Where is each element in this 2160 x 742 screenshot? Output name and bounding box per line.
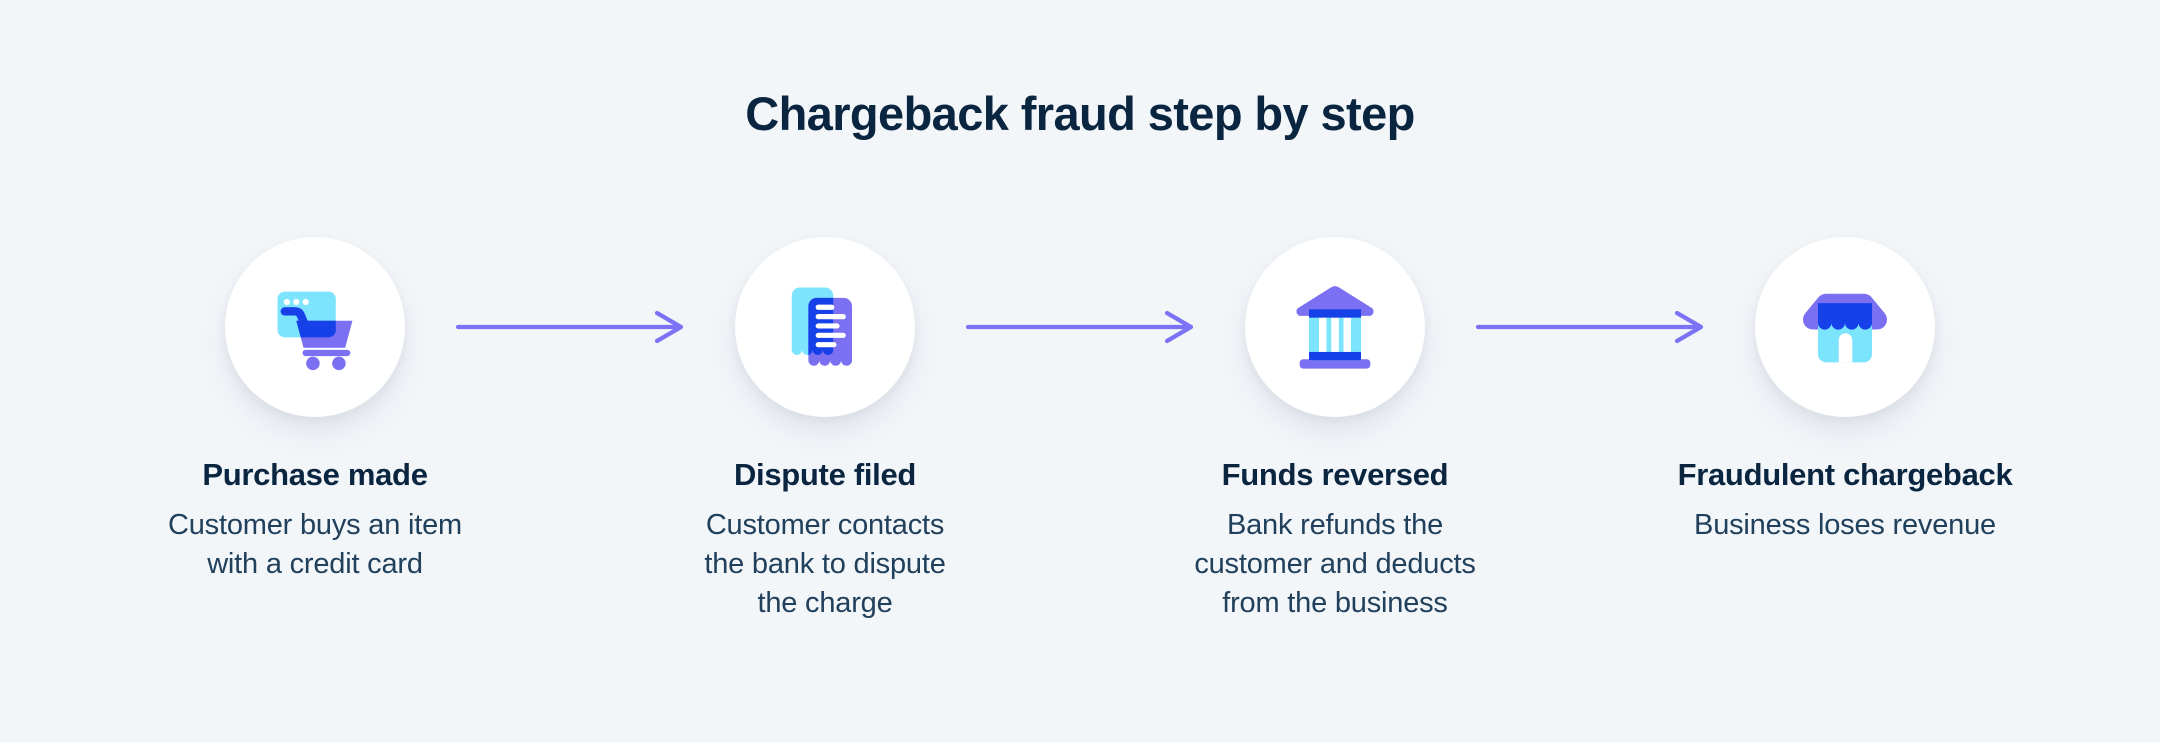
icon-circle	[735, 237, 915, 417]
arrow-cell	[455, 237, 684, 417]
step-description: Business loses revenue	[1694, 509, 1996, 541]
page-title: Chargeback fraud step by step	[745, 87, 1415, 140]
icon-circle	[1245, 237, 1425, 417]
bank-icon	[1296, 286, 1374, 369]
arrow-right-icon	[1475, 310, 1704, 344]
shopping-cart-icon	[277, 291, 353, 371]
step-fraudulent-chargeback: Fraudulent chargeback Business loses rev…	[1675, 237, 2015, 545]
step-description: Bank refunds the customer and deducts fr…	[1194, 509, 1476, 619]
step-title: Fraudulent chargeback	[1677, 457, 2013, 492]
arrow-right-icon	[965, 310, 1194, 344]
receipt-icon	[791, 287, 853, 366]
step-title: Dispute filed	[733, 457, 917, 492]
arrow-cell	[1475, 237, 1704, 417]
step-dispute-filed: Dispute filed Customer contacts the bank…	[655, 237, 995, 623]
steps-row: Purchase made Customer buys an item with…	[0, 237, 2160, 623]
icon-circle	[225, 237, 405, 417]
icon-circle	[1755, 237, 1935, 417]
step-description: Customer contacts the bank to dispute th…	[704, 509, 946, 619]
step-title: Purchase made	[202, 457, 428, 492]
arrow-right-icon	[455, 310, 684, 344]
step-funds-reversed: Funds reversed Bank refunds the customer…	[1165, 237, 1505, 623]
step-purchase-made: Purchase made Customer buys an item with…	[145, 237, 485, 584]
step-description: Customer buys an item with a credit card	[168, 509, 462, 580]
storefront-icon	[1802, 293, 1888, 363]
step-title: Funds reversed	[1221, 457, 1449, 492]
arrow-cell	[965, 237, 1194, 417]
